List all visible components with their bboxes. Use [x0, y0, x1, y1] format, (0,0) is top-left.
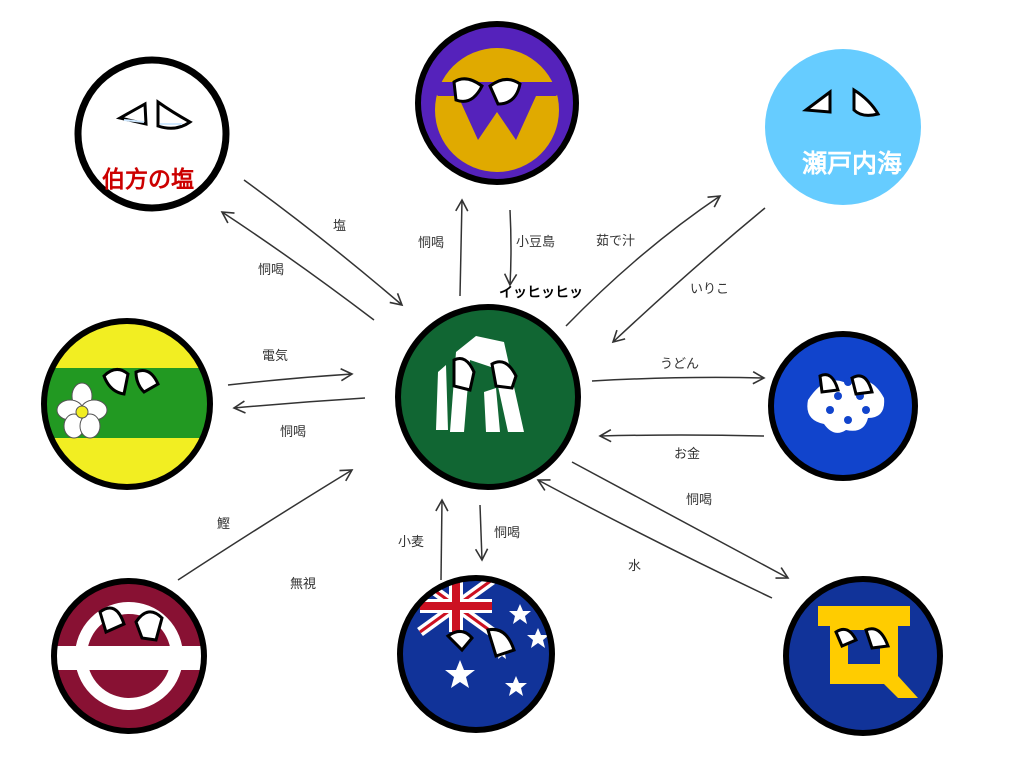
emblem-dots: [826, 378, 870, 424]
eyes: [102, 368, 160, 396]
ball-top-purple: [415, 21, 579, 185]
eyes: [452, 77, 522, 106]
white-ring: [75, 602, 183, 710]
setouchi-text: 瀬戸内海: [802, 149, 902, 178]
ball-setouchi: 瀬戸内海: [765, 49, 921, 205]
ball-center: イッヒッヒッ: [395, 285, 583, 490]
edge-labels: 塩 恫喝 恫喝 小豆島 茹で汁 いりこ 電気 恫喝 うどん お金 鰹 無視 小麦…: [217, 219, 729, 592]
ball-australia: [397, 575, 555, 733]
ball-body: [783, 576, 943, 736]
label-hakata-to-center: 塩: [333, 219, 346, 234]
arrow-setouchi-to-center: [611, 207, 766, 344]
eyes: [818, 373, 874, 396]
flower-icon: [56, 382, 108, 439]
arrow-center-to-green: [232, 397, 366, 414]
arrow-center-to-blue: [591, 371, 766, 385]
arrow-q-to-center: [536, 479, 773, 599]
label-australia-to-center: 小麦: [398, 535, 424, 550]
label-center-to-australia: 恫喝: [494, 526, 520, 541]
white-band: [54, 646, 204, 670]
arrow-maroon-to-center: [177, 469, 354, 581]
arrow-center-to-setouchi: [565, 195, 722, 327]
center-exclamation: イッヒッヒッ: [499, 285, 583, 301]
eyes: [452, 357, 518, 392]
arrow-green-to-center: [227, 367, 354, 386]
label-center-to-q: 恫喝: [686, 493, 712, 508]
label-center-to-hakata: 恫喝: [258, 263, 284, 278]
arrow-center-to-top: [455, 198, 469, 297]
arrow-top-to-center: [503, 209, 518, 287]
ball-green-yellow: [41, 318, 213, 490]
eyes: [115, 99, 193, 130]
label-maroon-ignore: 無視: [290, 577, 316, 592]
eyes: [834, 627, 891, 650]
label-center-to-setouchi: 茹で汁: [596, 234, 635, 249]
ball-q: [783, 576, 943, 736]
hakata-no-shio-text: 伯方の塩: [102, 166, 194, 193]
ball-body: [765, 49, 921, 205]
arrow-center-to-australia: [474, 504, 489, 562]
arrow-australia-to-center: [435, 498, 449, 581]
ball-blue-right: [768, 331, 918, 481]
arrow-blue-to-center: [598, 429, 765, 443]
label-q-to-center: 水: [628, 559, 641, 574]
arrow-center-to-hakata: [220, 211, 375, 321]
ball-body: [74, 56, 230, 212]
label-center-to-green: 恫喝: [280, 425, 306, 440]
arrow-hakata-to-center: [243, 179, 404, 307]
eyes: [98, 606, 164, 642]
arrows: [177, 179, 790, 599]
label-center-to-top: 恫喝: [418, 236, 444, 251]
label-top-to-center: 小豆島: [516, 235, 555, 250]
eyes: [801, 87, 881, 117]
label-blue-to-center: お金: [674, 446, 700, 462]
eyes: [445, 627, 516, 658]
label-maroon-to-center: 鰹: [217, 517, 230, 532]
ball-hakata-no-shio: 伯方の塩: [74, 56, 230, 212]
label-green-to-center: 電気: [262, 348, 288, 364]
arrow-center-to-q: [571, 461, 790, 579]
union-jack: [417, 578, 495, 637]
label-center-to-blue: うどん: [660, 357, 699, 372]
label-setouchi-to-center: いりこ: [690, 282, 729, 297]
ball-maroon: [51, 578, 207, 734]
